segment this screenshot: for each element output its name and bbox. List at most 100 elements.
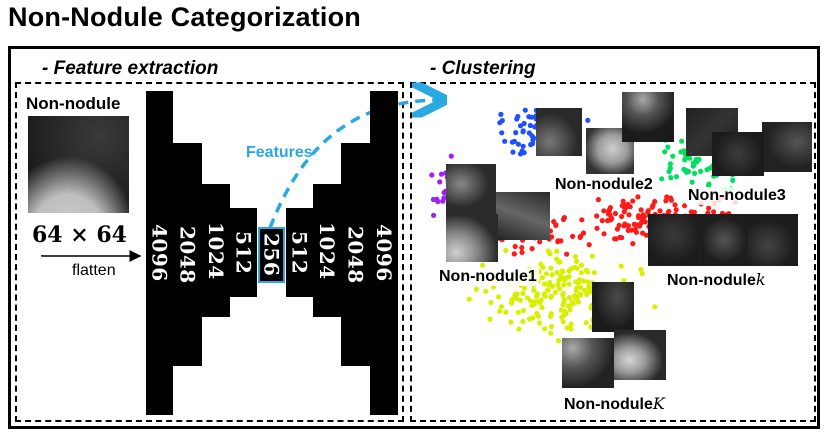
- layer-block: 512: [286, 208, 313, 297]
- ct-thumbnail: [748, 214, 798, 266]
- scatter-point: [555, 239, 561, 245]
- scatter-point: [519, 249, 525, 255]
- scatter-point: [543, 271, 549, 277]
- scatter-point: [684, 154, 690, 160]
- ct-thumbnail: [536, 108, 582, 156]
- scatter-point: [556, 286, 563, 292]
- scatter-point: [554, 248, 560, 254]
- scatter-point: [473, 286, 479, 292]
- outer-frame: [8, 46, 820, 429]
- scatter-point: [498, 304, 504, 310]
- scatter-point: [554, 269, 560, 276]
- feature-extraction-title: - Feature extraction: [42, 58, 219, 79]
- scatter-point: [480, 262, 486, 268]
- scatter-point: [635, 194, 641, 200]
- scatter-point: [594, 225, 600, 231]
- scatter-point: [526, 130, 532, 136]
- scatter-point: [520, 129, 526, 135]
- scatter-point: [561, 312, 567, 318]
- scatter-point: [508, 319, 514, 325]
- scatter-point: [561, 282, 567, 288]
- scatter-point: [665, 144, 671, 150]
- ct-thumbnail: [446, 214, 498, 262]
- ct-thumbnail: [446, 164, 496, 214]
- scatter-point: [591, 270, 597, 276]
- scatter-point: [556, 259, 562, 265]
- scatter-point: [659, 176, 665, 182]
- scatter-point: [514, 116, 520, 122]
- scatter-point: [643, 232, 649, 238]
- scatter-point: [578, 270, 584, 276]
- scatter-point: [652, 304, 658, 310]
- scatter-point: [448, 153, 454, 159]
- scatter-point: [673, 174, 679, 180]
- scatter-point: [577, 234, 583, 240]
- scatter-point: [530, 315, 536, 321]
- scatter-point: [682, 203, 688, 209]
- scatter-point: [637, 223, 643, 229]
- scatter-point: [630, 198, 636, 204]
- scatter-point: [572, 293, 578, 299]
- scatter-point: [513, 130, 519, 136]
- scatter-point: [711, 209, 717, 215]
- scatter-point: [544, 287, 551, 293]
- scatter-point: [642, 219, 648, 225]
- scatter-point: [666, 168, 672, 175]
- scatter-point: [437, 179, 443, 185]
- scatter-point: [585, 117, 591, 123]
- scatter-point: [621, 278, 627, 284]
- scatter-point: [548, 330, 554, 336]
- scatter-point: [520, 318, 526, 324]
- scatter-point: [630, 241, 636, 247]
- scatter-point: [580, 278, 586, 284]
- scatter-point: [553, 222, 559, 228]
- scatter-point: [601, 231, 607, 237]
- clustering-panel: [410, 82, 816, 422]
- scatter-point: [649, 204, 655, 210]
- scatter-point: [595, 197, 601, 203]
- scatter-point: [667, 161, 673, 167]
- scatter-point: [638, 207, 644, 213]
- scatter-point: [570, 301, 576, 307]
- scatter-point: [531, 301, 537, 307]
- scatter-point: [618, 263, 624, 269]
- scatter-point: [589, 253, 595, 259]
- scatter-point: [511, 138, 517, 144]
- cluster-label-k: Non-nodulek: [665, 270, 768, 290]
- scatter-point: [566, 268, 572, 274]
- scatter-point: [560, 216, 567, 223]
- scatter-point: [617, 234, 623, 240]
- scatter-point: [638, 266, 644, 272]
- scatter-point: [614, 226, 620, 232]
- scatter-point: [626, 212, 632, 218]
- scatter-point: [606, 208, 612, 215]
- scatter-point: [498, 111, 504, 117]
- scatter-point: [528, 298, 534, 304]
- scatter-point: [524, 295, 530, 301]
- scatter-point: [673, 207, 679, 213]
- scatter-point: [693, 157, 699, 164]
- scatter-point: [441, 195, 447, 201]
- ct-thumbnail: [592, 282, 634, 332]
- ct-thumbnail: [562, 338, 614, 388]
- layer-block: 2048: [341, 143, 370, 366]
- scatter-point: [516, 326, 522, 332]
- scatter-point: [691, 209, 697, 215]
- scatter-point: [536, 298, 542, 304]
- feature-extraction-panel: [15, 82, 404, 422]
- scatter-point: [548, 313, 554, 319]
- scatter-point: [567, 325, 573, 331]
- scatter-point: [576, 277, 582, 283]
- layer-block: 512: [230, 208, 257, 297]
- scatter-point: [528, 114, 535, 120]
- scatter-point: [542, 326, 548, 332]
- scatter-point: [574, 297, 580, 303]
- scatter-point: [678, 149, 684, 155]
- layer-block-bottleneck: 256: [258, 227, 285, 283]
- scatter-point: [635, 213, 642, 219]
- scatter-point: [548, 294, 554, 300]
- scatter-point: [539, 275, 545, 281]
- scatter-point: [601, 208, 607, 214]
- scatter-point: [466, 296, 472, 302]
